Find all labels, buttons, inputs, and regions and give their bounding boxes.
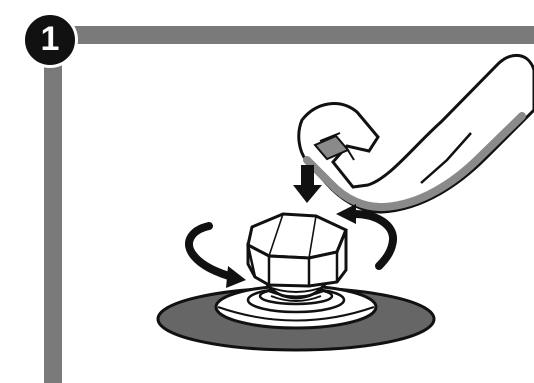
step-number: 1: [40, 20, 60, 58]
frame-left-bar: [44, 26, 62, 383]
arrow-down-icon: [293, 165, 322, 203]
frame-top-bar: [44, 26, 534, 44]
washer-icon: [156, 284, 436, 352]
rotate-left-arrow-icon: [185, 222, 246, 288]
step-number-badge: 1: [22, 12, 78, 68]
bolt-thread-icon: [261, 268, 331, 302]
rotate-right-arrow-icon: [336, 204, 397, 270]
hex-bolt-icon: [246, 212, 348, 288]
wrench-icon: [297, 53, 534, 214]
